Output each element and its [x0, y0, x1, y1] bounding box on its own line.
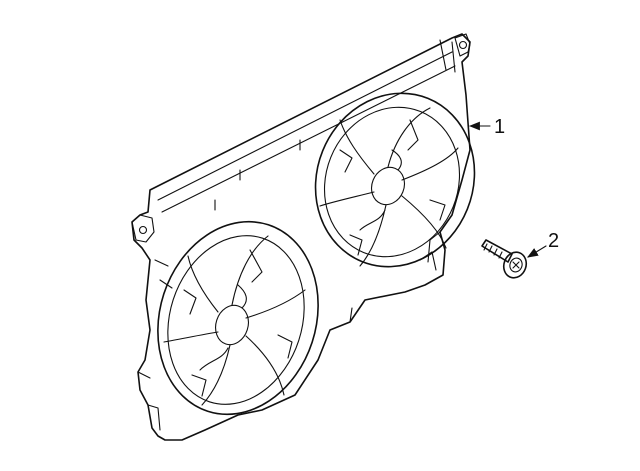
shroud-top-rail	[157, 39, 456, 213]
shroud-mount-tab-left	[131, 214, 155, 243]
fan-shroud-assembly	[131, 33, 476, 441]
fan-lower-left	[157, 220, 319, 416]
fan-blades	[163, 235, 306, 406]
fan-ring-inner	[323, 106, 461, 258]
callout-2-arrow	[527, 245, 547, 258]
callout-2: 2	[527, 230, 559, 258]
bolt-washer	[502, 251, 528, 279]
fan-upper-right	[314, 92, 476, 268]
bolt-head	[509, 257, 523, 273]
shroud-detail-lines	[137, 139, 441, 431]
fan-blades	[319, 107, 459, 267]
fan-ring-outer	[157, 220, 319, 416]
callout-1-label: 1	[494, 116, 505, 138]
shroud-tab-hole-right	[458, 40, 468, 50]
bolt-drive-recess	[512, 261, 520, 269]
fan-hub	[215, 304, 249, 346]
shroud-outer-frame	[131, 33, 471, 441]
callout-1: 1	[468, 116, 505, 138]
bolt-threads	[483, 243, 503, 259]
shroud-tab-hole-left	[138, 225, 148, 235]
bolt-shank	[481, 239, 513, 263]
callout-2-label: 2	[548, 230, 559, 252]
fan-strut-detail	[339, 119, 446, 256]
shroud-mount-tab-right	[454, 33, 471, 57]
fan-hub	[370, 166, 406, 206]
fan-strut-detail	[183, 249, 293, 397]
bolt	[481, 239, 528, 279]
fan-ring-inner	[167, 235, 305, 405]
fan-ring-outer	[314, 92, 476, 268]
